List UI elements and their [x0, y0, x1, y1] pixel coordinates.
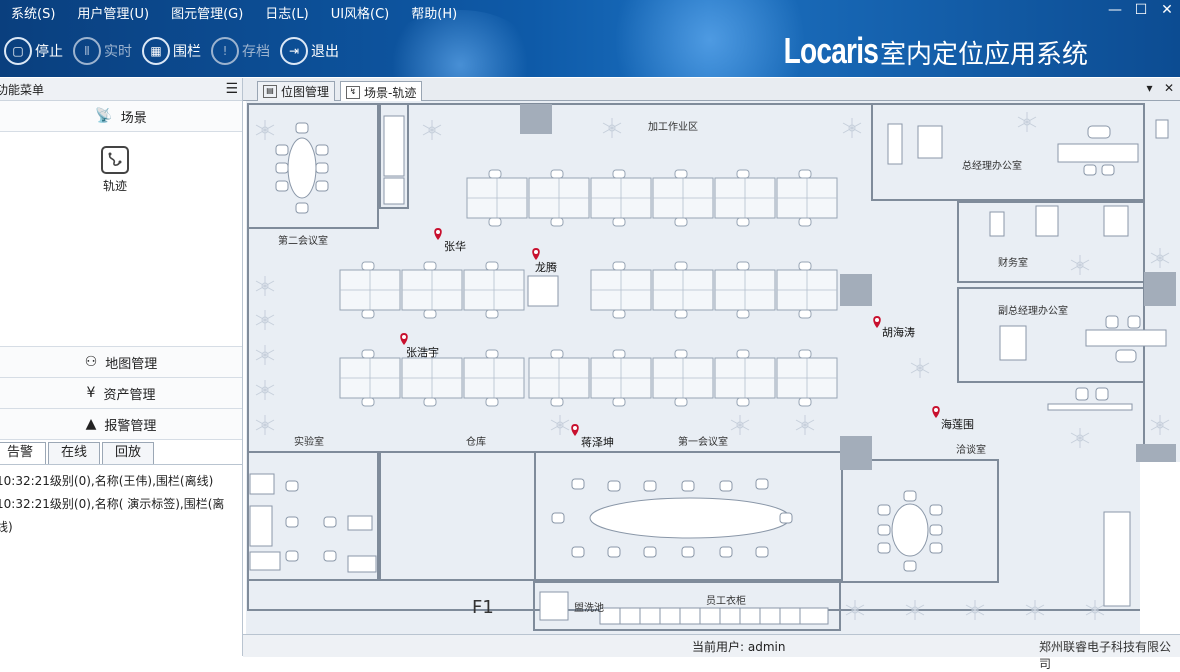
panel-header: 功能菜单 ☰: [0, 78, 242, 101]
brand-system-name: 室内定位应用系统: [879, 40, 1088, 70]
realtime-icon: Ⅱ: [73, 37, 101, 65]
person-name: 胡海涛: [882, 325, 915, 339]
room-wash: 盥洗池: [574, 601, 604, 614]
realtime-button[interactable]: Ⅱ 实时: [73, 37, 132, 65]
brand-logo: Locaris: [783, 30, 879, 71]
tab-close-icon[interactable]: ✕: [1163, 81, 1174, 95]
status-bar: 当前用户: admin 郑州联睿电子科技有限公司: [243, 634, 1180, 671]
panel-title: 功能菜单: [0, 82, 45, 97]
company-name: 郑州联睿电子科技有限公司: [1039, 640, 1172, 671]
room-lockers: 员工衣柜: [706, 594, 746, 607]
trajectory-icon: [101, 146, 129, 174]
room-gm-office: 总经理办公室: [962, 159, 1022, 172]
stop-icon: ▢: [4, 37, 32, 65]
menu-log[interactable]: 日志(L): [265, 7, 309, 22]
alarm-mgmt-label: 报警管理: [104, 418, 157, 434]
room-vice-gm: 副总经理办公室: [998, 304, 1068, 317]
window-controls: — ☐ ✕: [1102, 0, 1180, 20]
room-warehouse: 仓库: [466, 435, 486, 448]
person-marker[interactable]: 海莲围: [932, 406, 974, 431]
menu-ui-style[interactable]: UI风格(C): [330, 7, 390, 22]
room-finance: 财务室: [998, 256, 1028, 269]
accordion-scene[interactable]: 📡 场景: [0, 101, 242, 132]
panel-menu-icon[interactable]: ☰: [225, 81, 238, 97]
exit-button[interactable]: ⇥ 退出: [280, 37, 339, 65]
floor-label: F1: [472, 597, 494, 618]
current-user: 当前用户: admin: [692, 640, 786, 654]
alert-line: 线): [0, 520, 13, 534]
yen-icon: ¥: [86, 385, 96, 401]
archive-button[interactable]: ! 存档: [211, 37, 270, 65]
accordion-asset-management[interactable]: ¥ 资产管理: [0, 378, 242, 409]
alert-line: 10:32:21级别(0),名称( 演示标签),围栏(离: [0, 497, 225, 511]
warning-icon: ▲: [85, 416, 97, 432]
app-header: 系统(S) 用户管理(U) 图元管理(G) 日志(L) UI风格(C) 帮助(H…: [0, 0, 1180, 77]
menu-user-management[interactable]: 用户管理(U): [77, 7, 150, 22]
fence-label: 围栏: [173, 44, 201, 60]
exit-icon: ⇥: [280, 37, 308, 65]
tab-controls: ▾ ✕: [1146, 81, 1174, 95]
stop-label: 停止: [35, 44, 63, 60]
image-icon: ▤: [263, 85, 277, 98]
person-marker[interactable]: 胡海涛: [873, 316, 915, 339]
function-menu-panel: 功能菜单 ☰ 📡 场景 轨迹 ⚇ 地图管理 ¥ 资产管理 ▲ 报警管理 告警 在…: [0, 78, 243, 656]
signal-icon: 📡: [95, 108, 113, 124]
fence-icon: ▦: [142, 37, 170, 65]
realtime-label: 实时: [104, 44, 132, 60]
room-processing: 加工作业区: [648, 121, 698, 133]
trajectory-small-icon: ↯: [346, 85, 360, 99]
room-lab: 实验室: [294, 435, 324, 448]
menu-element-management[interactable]: 图元管理(G): [171, 7, 244, 22]
floor-map[interactable]: 加工作业区 总经理办公室 第二会议室 财务室 副总经理办公室 实验室 仓库 第一…: [246, 101, 1180, 635]
toolbar: ▢ 停止 Ⅱ 实时 ▦ 围栏 ! 存档 ⇥ 退出: [4, 34, 349, 68]
person-name: 海莲围: [941, 417, 974, 431]
content-tab-bar: ▤ 位图管理 ↯ 场景-轨迹 ▾ ✕: [243, 78, 1180, 102]
menu-system[interactable]: 系统(S): [11, 7, 56, 22]
person-marker[interactable]: 张华: [434, 228, 466, 253]
fence-button[interactable]: ▦ 围栏: [142, 37, 201, 65]
person-name: 蒋泽坤: [581, 435, 614, 449]
room-meeting-1: 第一会议室: [678, 435, 728, 448]
map-mgmt-label: 地图管理: [105, 356, 158, 372]
map-user-icon: ⚇: [84, 354, 98, 370]
person-marker[interactable]: 龙腾: [532, 248, 557, 274]
person-marker[interactable]: 张浩宇: [400, 333, 439, 359]
scene-label: 场景: [120, 110, 147, 126]
stop-button[interactable]: ▢ 停止: [4, 37, 63, 65]
person-name: 龙腾: [535, 260, 557, 274]
archive-label: 存档: [242, 44, 270, 60]
person-name: 张华: [444, 239, 466, 253]
person-name: 张浩宇: [406, 346, 439, 359]
tab-bitmap-label: 位图管理: [281, 85, 330, 99]
close-icon[interactable]: ✕: [1161, 2, 1173, 18]
alert-tabs: 告警 在线 回放: [0, 442, 242, 465]
tab-bitmap-management[interactable]: ▤ 位图管理: [257, 81, 336, 101]
alert-line: 10:32:21级别(0),名称(王伟),围栏(离线): [0, 474, 214, 488]
menu-help[interactable]: 帮助(H): [411, 7, 458, 22]
trajectory-item[interactable]: 轨迹: [98, 146, 132, 194]
asset-mgmt-label: 资产管理: [103, 387, 156, 403]
tab-dropdown-icon[interactable]: ▾: [1146, 81, 1153, 95]
tab-online[interactable]: 在线: [48, 442, 101, 464]
maximize-icon[interactable]: ☐: [1134, 2, 1148, 18]
archive-icon: !: [211, 37, 239, 65]
tab-playback[interactable]: 回放: [102, 442, 155, 464]
accordion-alarm-management[interactable]: ▲ 报警管理: [0, 409, 242, 440]
alert-list: 10:32:21级别(0),名称(王伟),围栏(离线) 10:32:21级别(0…: [0, 470, 236, 539]
accordion-map-management[interactable]: ⚇ 地图管理: [0, 347, 242, 378]
person-marker[interactable]: 蒋泽坤: [571, 424, 614, 449]
menu-bar: 系统(S) 用户管理(U) 图元管理(G) 日志(L) UI风格(C) 帮助(H…: [0, 3, 468, 25]
tab-scene-trajectory[interactable]: ↯ 场景-轨迹: [340, 81, 423, 102]
tab-scene-label: 场景-轨迹: [364, 85, 417, 100]
trajectory-label: 轨迹: [102, 179, 127, 193]
minimize-icon[interactable]: —: [1108, 2, 1122, 18]
room-negotiation: 洽谈室: [956, 443, 986, 456]
room-meeting-2: 第二会议室: [278, 234, 328, 247]
brand: Locaris 室内定位应用系统: [757, 30, 1088, 72]
tab-alarm[interactable]: 告警: [0, 442, 47, 464]
exit-label: 退出: [311, 44, 339, 60]
